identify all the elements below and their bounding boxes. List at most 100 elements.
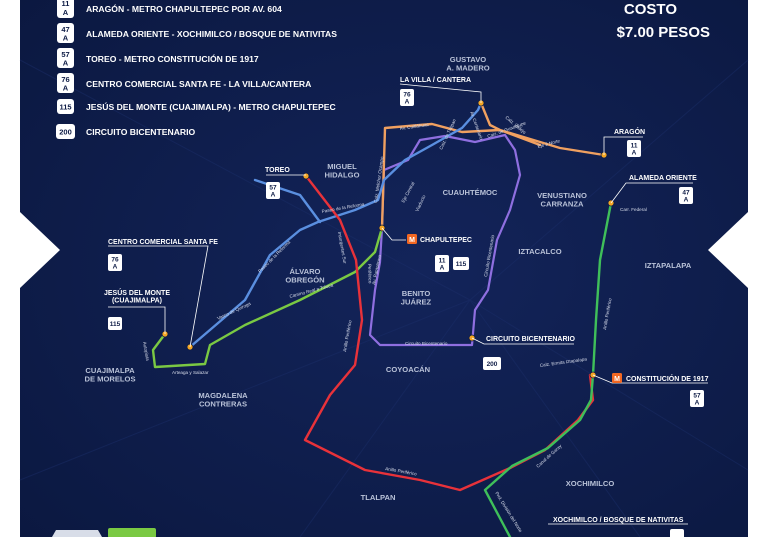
terminal-constitucion: M CONSTITUCIÓN DE 1917 57 A [592,373,709,407]
badge-letter: A [440,265,445,272]
route-badge-47a [679,187,693,204]
legend-label: ARAGÓN - METRO CHAPULTEPEC POR AV. 604 [86,3,282,14]
terminal-name: ALAMEDA ORIENTE [629,175,697,182]
legend-label: TOREO - METRO CONSTITUCIÓN DE 1917 [86,53,259,64]
street-label: Anillo Periférico [602,297,613,330]
badge-number: 76 [61,75,69,84]
route-badge-76a [400,89,414,106]
street-label: Arteaga y Salazar [172,370,209,375]
route-badge-11a [57,0,74,18]
text-line: TLALPAN [361,493,396,502]
cdmx-logo [108,528,156,537]
street-label: Insurgentes Sur [337,231,348,264]
badge-number: 200 [59,128,72,137]
street-label: Anillo Periférico [342,319,353,352]
route-badge-115 [453,257,469,270]
legend-item: 57 A TOREO - METRO CONSTITUCIÓN DE 1917 [57,48,259,68]
terminal-name: XOCHIMILCO / BOSQUE DE NATIVITAS [553,517,684,524]
street-label: Calz. Melchor Ocampo [373,156,385,203]
text-line: OBREGÓN [285,275,324,284]
badge-number: 47 [61,25,69,34]
terminal-labels: LA VILLA / CANTERA 76 A ARAGÓN 11 A ALAM… [104,77,709,537]
text-line: CUAUHTÉMOC [443,188,498,197]
route-11a-line [380,101,606,230]
route-badge-76a [108,254,122,271]
badge-number: 57 [61,50,69,59]
route-badge-115 [57,99,74,114]
street-label: Av. Cuitláhuac [399,122,429,131]
badge-number: 200 [487,361,498,368]
text-line: MIGUEL [327,162,357,171]
text-line: IZTACALCO [518,247,561,256]
route-badge-11a [627,140,641,157]
badge-number: 76 [111,257,119,264]
terminal-circuito-bicentenario: CIRCUITO BICENTENARIO 200 [471,336,575,370]
rtp-logo [52,530,102,537]
badge-number: 76 [403,92,411,99]
stop-toreo [302,172,310,180]
terminal-toreo: TOREO 57 A [265,167,306,199]
metro-glyph: M [614,376,620,383]
route-badge-partial [670,529,684,537]
district-label: COYOACÁN [386,365,430,374]
terminal-jesus-del-monte: JESÚS DEL MONTE(CUAJIMALPA) 115 [104,288,170,334]
terminal-chapultepec: M CHAPULTEPEC 11 A 115 [381,227,472,272]
text-line: CARRANZA [540,199,584,208]
text-line: CUAJIMALPA [85,366,135,375]
badge-letter: A [271,192,276,199]
route-badge-115 [108,317,122,330]
callout-line [108,245,209,348]
street-label: Carr. Federal [620,207,647,212]
terminal-name: CENTRO COMERCIAL SANTA FE [108,239,218,246]
route-115-line [151,226,384,369]
terminal-santa-fe: CENTRO COMERCIAL SANTA FE 76 A [108,239,218,348]
fare-title: COSTO [624,1,677,18]
terminal-name: JESÚS DEL MONTE(CUAJIMALPA) [104,288,170,305]
text-line: (CUAJIMALPA) [112,298,162,305]
terminal-name: CHAPULTEPEC [420,237,472,244]
badge-number: 115 [59,103,71,112]
street-label: Periférico [367,264,373,284]
text-line: GUSTAVO [450,55,487,64]
district-label: TLALPAN [361,493,396,502]
legend: 11 A ARAGÓN - METRO CHAPULTEPEC POR AV. … [56,0,337,139]
legend-item: 76 A CENTRO COMERCIAL SANTA FE - LA VILL… [57,73,311,93]
text-line: VENUSTIANO [537,191,587,200]
street-label: Circuito Bicentenario [405,341,448,346]
legend-label: CENTRO COMERCIAL SANTA FE - LA VILLA/CAN… [86,79,311,89]
fare-box: COSTO $7.00 PESOS [617,1,710,41]
callout-line [108,306,166,334]
metro-glyph: M [409,237,415,244]
callout-line [381,227,406,241]
text-line: COYOACÁN [386,365,430,374]
text-line: HIDALGO [324,170,359,179]
route-badge-47a [57,23,74,43]
callout-line [592,374,708,384]
badge-letter: A [632,150,637,157]
metro-icon [407,234,417,244]
fare-value: $7.00 PESOS [617,24,710,41]
text-line: MAGDALENA [198,391,248,400]
text-line: CONTRERAS [199,399,247,408]
text-line: XOCHIMILCO [566,479,615,488]
badge-letter: A [63,8,69,17]
district-label: CUAUHTÉMOC [443,188,498,197]
route-lines [151,101,613,537]
terminal-alameda-oriente: ALAMEDA ORIENTE 47 A [610,175,697,204]
text-line: JUÁREZ [401,297,432,306]
legend-item: 200 CIRCUITO BICENTENARIO [56,124,195,139]
badge-number: 115 [110,321,121,328]
map-background [20,0,748,537]
badge-letter: A [113,264,118,271]
street-label: Av. Patriotismo [371,254,382,285]
street-label: Eje 3 Norte [537,138,561,149]
badge-number: 57 [693,393,701,400]
terminal-name: ARAGÓN [614,127,645,136]
terminal-name: TOREO [265,167,290,174]
